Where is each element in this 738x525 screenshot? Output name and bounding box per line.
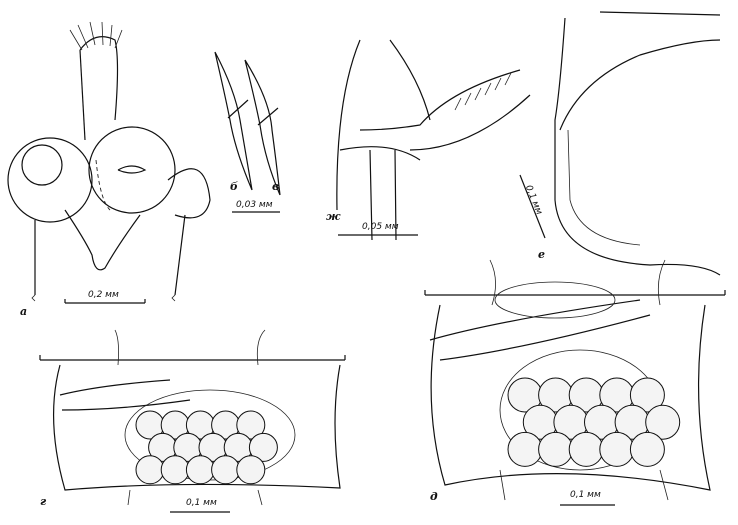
vagina-drawing — [519, 11, 721, 276]
scale-label-a: 0,2 мм — [88, 290, 119, 300]
panel-label-b: б — [230, 180, 238, 193]
egg — [568, 431, 604, 467]
scale-label-v: 0,03 мм — [236, 200, 273, 210]
panel-label-e: е — [538, 248, 545, 261]
egg — [236, 410, 266, 440]
egg — [645, 404, 681, 440]
egg — [160, 455, 190, 485]
hooks-drawing — [214, 51, 281, 213]
scale-label-zh: 0,05 мм — [362, 222, 399, 232]
egg — [507, 431, 543, 467]
panel-label-d: д — [430, 490, 438, 503]
scolex-drawing — [7, 21, 211, 304]
egg — [248, 432, 278, 462]
egg — [538, 431, 574, 467]
egg — [185, 455, 215, 485]
scale-label-g: 0,1 мм — [186, 498, 217, 508]
egg — [599, 431, 635, 467]
scale-label-d: 0,1 мм — [570, 490, 601, 500]
egg — [211, 455, 241, 485]
egg — [236, 455, 266, 485]
panel-label-v: в — [272, 180, 280, 193]
cirrus-drawing — [336, 39, 531, 241]
egg — [629, 431, 665, 467]
panel-label-g: г — [40, 495, 47, 508]
panel-label-zh: ж — [326, 210, 341, 223]
panel-label-a: а — [20, 305, 28, 318]
egg — [629, 377, 665, 413]
egg — [135, 455, 165, 485]
segment-d-drawing — [424, 259, 726, 506]
segment-g-drawing — [39, 329, 346, 513]
